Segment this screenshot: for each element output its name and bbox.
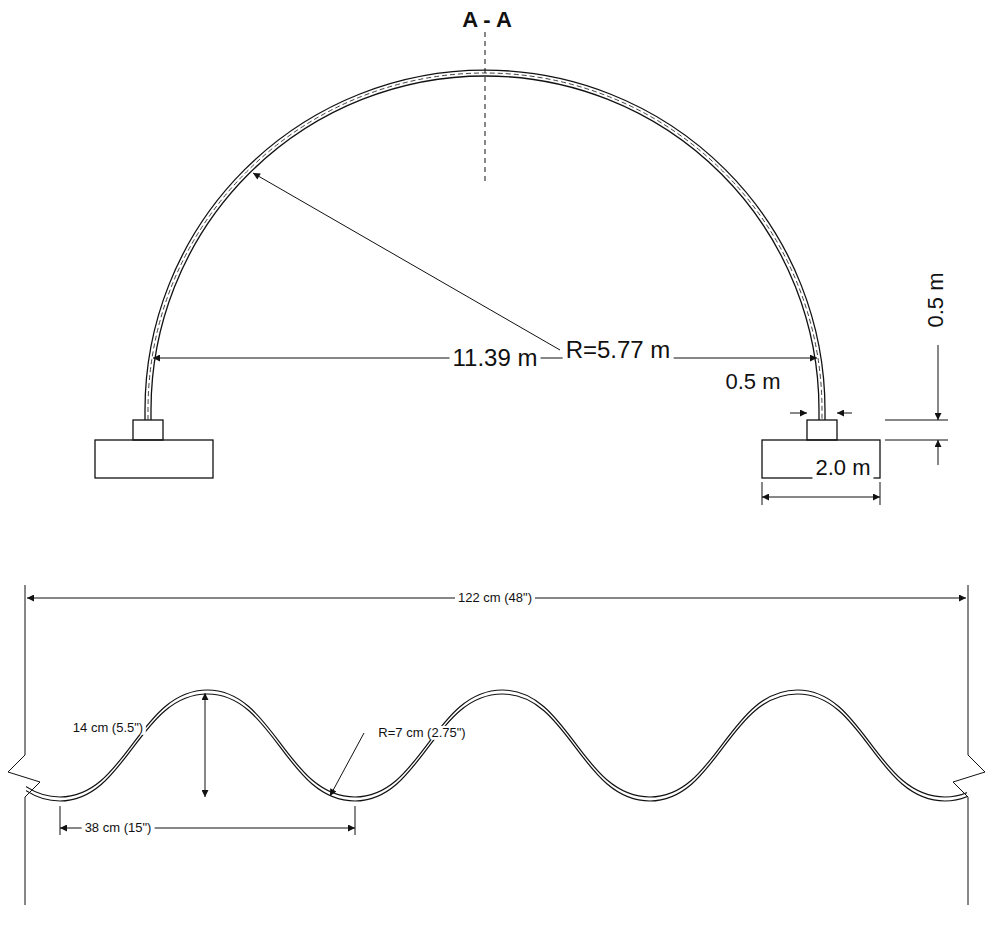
footing-dimension: 2.0 m xyxy=(812,456,873,480)
arch-inner xyxy=(151,76,819,420)
footing xyxy=(95,440,213,478)
sheet-pitch-dimension: 38 cm (15") xyxy=(82,821,155,835)
radius-leader xyxy=(330,733,364,796)
sheet-line xyxy=(26,690,967,797)
extension-line xyxy=(885,420,948,421)
section-axis xyxy=(485,32,486,185)
extension-line xyxy=(355,806,356,835)
pedestal xyxy=(807,420,837,440)
corrugated-sheet xyxy=(0,585,992,905)
extension-line xyxy=(885,440,948,441)
sheet-radius-dimension: R=7 cm (2.75") xyxy=(375,726,468,740)
width-dimension xyxy=(790,413,807,414)
width-dimension xyxy=(837,413,852,414)
height-dimension: 0.5 m xyxy=(924,269,948,330)
arch-outer xyxy=(145,70,825,420)
break-symbol xyxy=(953,585,985,905)
arch xyxy=(95,32,880,478)
radius-leader xyxy=(253,173,560,350)
height-dimension xyxy=(938,440,939,465)
sheet-dimensions xyxy=(27,598,966,835)
sheet-line xyxy=(26,694,967,801)
radius-dimension: R=5.77 m xyxy=(563,337,674,363)
arch-centerline xyxy=(148,73,822,420)
break-symbol xyxy=(8,585,40,905)
pedestal xyxy=(133,420,163,440)
extension-line xyxy=(762,482,763,505)
extension-line xyxy=(880,482,881,505)
sheet-width-dimension: 122 cm (48") xyxy=(455,591,535,605)
sheet-profile xyxy=(26,690,967,801)
arch-dimensions xyxy=(153,173,948,505)
sheet-depth-dimension: 14 cm (5.5") xyxy=(70,721,146,735)
span-dimension: 11.39 m xyxy=(450,345,541,371)
width-dimension: 0.5 m xyxy=(722,370,783,394)
section-title: A - A xyxy=(459,8,515,32)
extension-line xyxy=(60,806,61,835)
footing-dimension xyxy=(762,497,880,498)
height-dimension xyxy=(938,345,939,420)
depth-dimension xyxy=(205,693,206,797)
